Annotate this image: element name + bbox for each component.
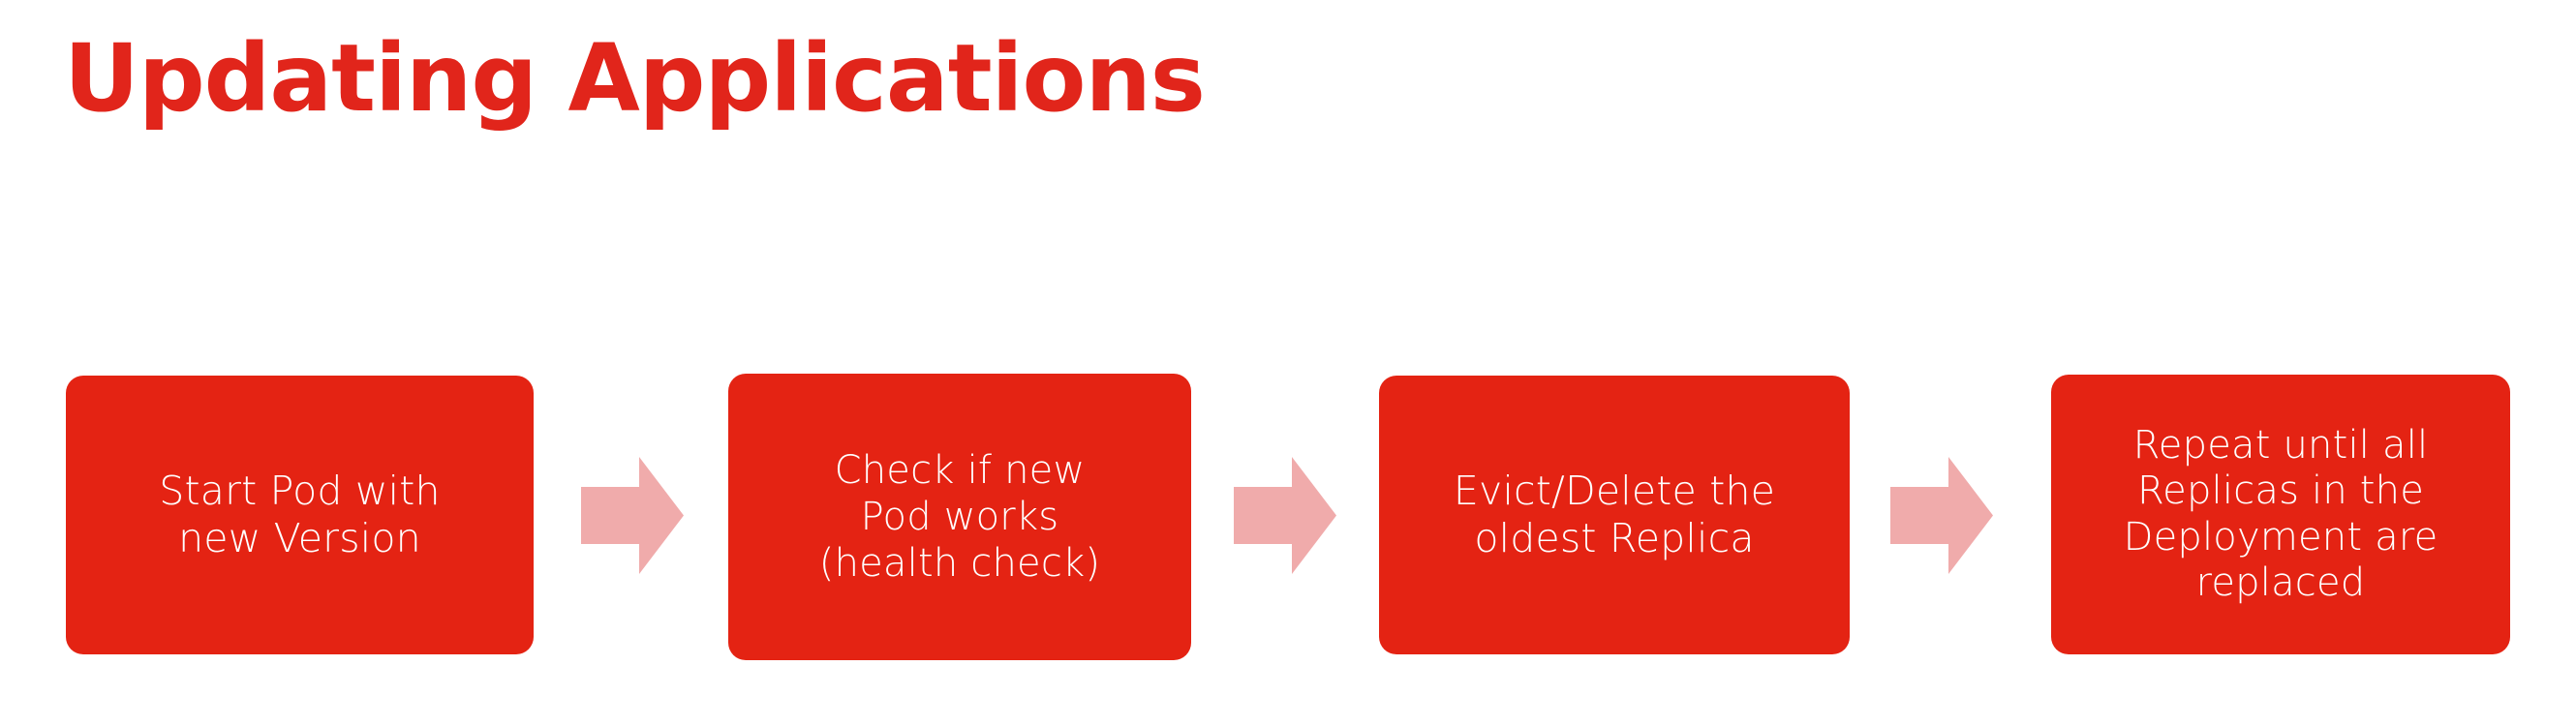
flow-step-2[interactable]: Check if new Pod works (health check) xyxy=(728,374,1191,660)
arrow-right-icon xyxy=(1890,457,1993,574)
flow-step-1-label: Start Pod with new Version xyxy=(159,467,441,561)
page-title: Updating Applications xyxy=(64,24,1206,133)
flow-step-4-label: Repeat until all Replicas in the Deploym… xyxy=(2123,423,2438,605)
process-flow-diagram: Start Pod with new Version Check if new … xyxy=(0,368,2576,668)
arrow-right-icon xyxy=(1234,457,1336,574)
flow-step-4[interactable]: Repeat until all Replicas in the Deploym… xyxy=(2051,375,2510,654)
flow-step-3-label: Evict/Delete the oldest Replica xyxy=(1453,467,1776,561)
arrow-right-icon xyxy=(581,457,684,574)
flow-step-1[interactable]: Start Pod with new Version xyxy=(66,376,534,654)
flow-step-3[interactable]: Evict/Delete the oldest Replica xyxy=(1379,376,1850,654)
flow-step-2-label: Check if new Pod works (health check) xyxy=(818,448,1101,586)
